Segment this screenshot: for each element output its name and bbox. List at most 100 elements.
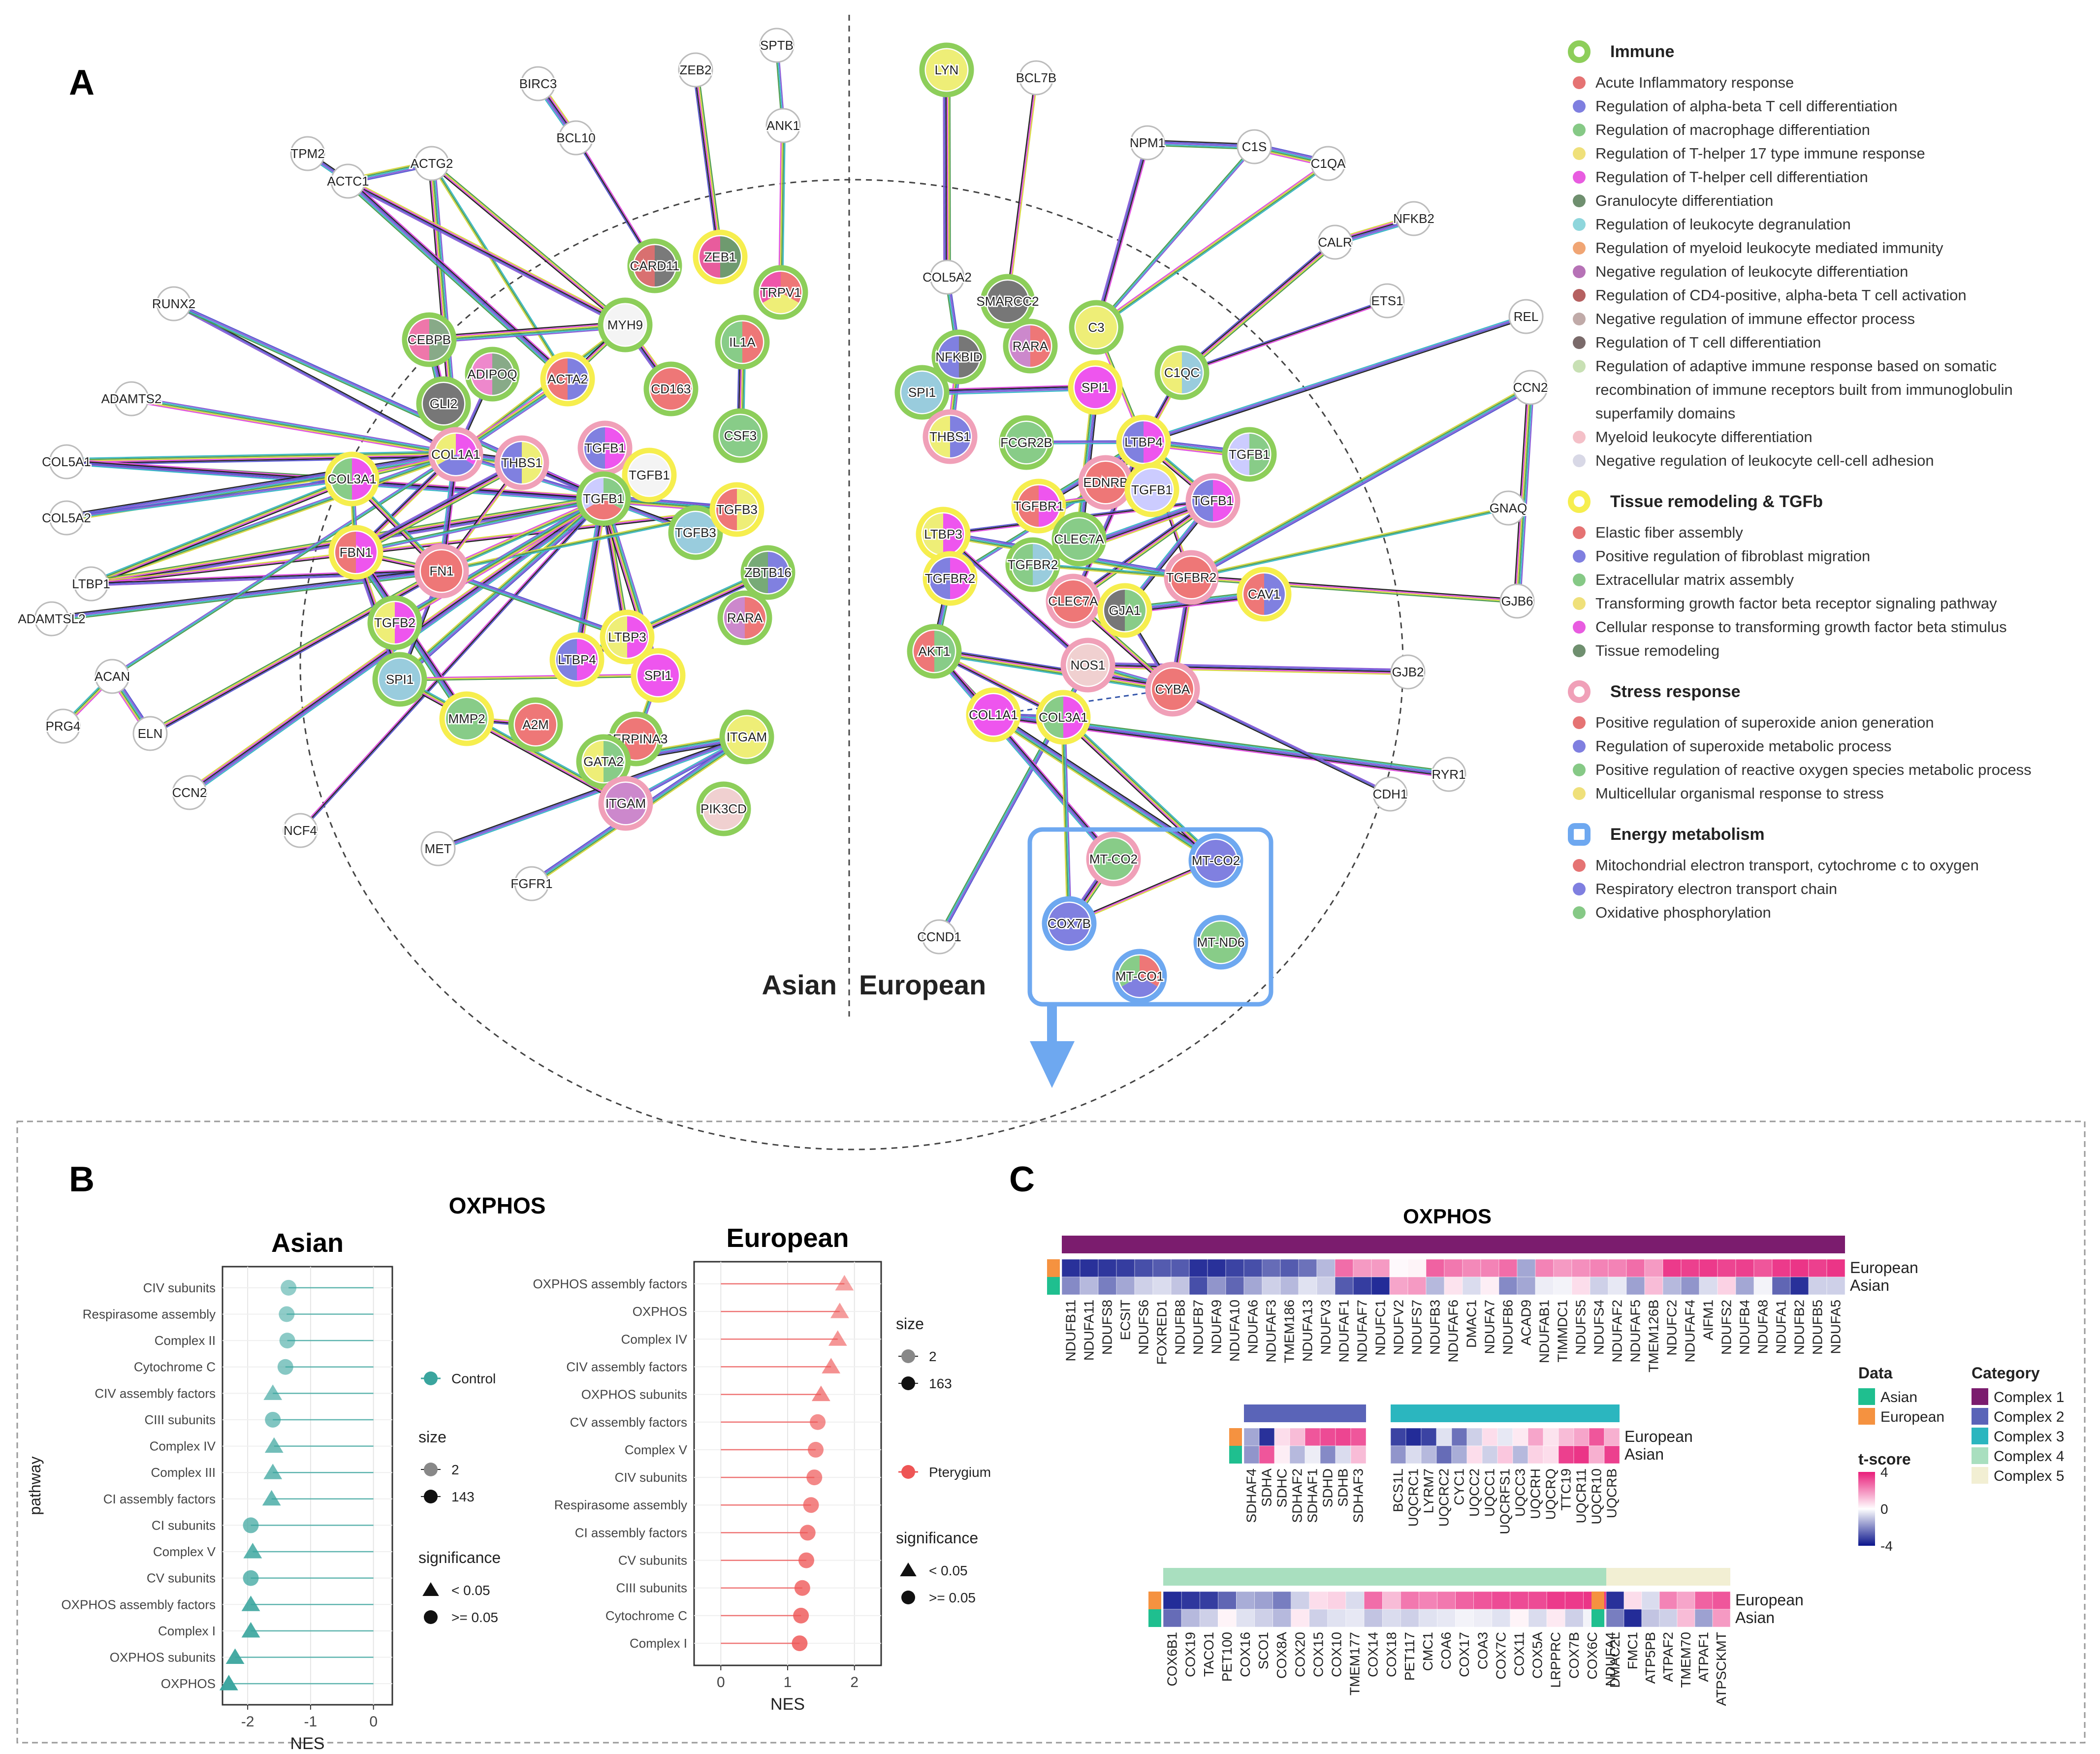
node-c1s[interactable]: C1S — [1237, 129, 1272, 164]
node-ltbp3[interactable]: LTBP3 — [916, 507, 971, 562]
node-il1a[interactable]: IL1A — [715, 315, 770, 370]
node-cdh1[interactable]: CDH1 — [1371, 776, 1409, 812]
node-thbs1[interactable]: THBS1 — [494, 435, 549, 490]
node-npm1[interactable]: NPM1 — [1128, 125, 1167, 160]
node-adamtsl2[interactable]: ADAMTSL2 — [17, 601, 87, 637]
node-zeb1[interactable]: ZEB1 — [693, 229, 748, 285]
node-mmp2[interactable]: MMP2 — [439, 691, 494, 746]
node-spi1[interactable]: SPI1 — [631, 648, 686, 703]
node-ltbp3[interactable]: LTBP3 — [600, 609, 655, 665]
node-c3[interactable]: C3 — [1069, 300, 1124, 355]
node-acta2[interactable]: ACTA2 — [540, 351, 595, 407]
node-ccn2[interactable]: CCN2 — [1512, 370, 1549, 405]
node-tgfb1[interactable]: TGFB1 — [577, 420, 633, 476]
node-mt-co1[interactable]: MT-CO1 — [1112, 949, 1167, 1004]
node-mt-co2[interactable]: MT-CO2 — [1086, 831, 1141, 887]
node-myh9[interactable]: MYH9 — [598, 297, 653, 352]
node-c1qa[interactable]: C1QA — [1309, 146, 1347, 181]
node-eln[interactable]: ELN — [132, 716, 168, 751]
node-col1a1[interactable]: COL1A1 — [428, 427, 483, 482]
node-tgfb2[interactable]: TGFB2 — [367, 595, 422, 650]
node-cav1[interactable]: CAV1 — [1237, 567, 1292, 622]
node-cyba[interactable]: CYBA — [1145, 662, 1200, 717]
node-card11[interactable]: CARD11 — [627, 238, 682, 293]
node-mt-nd6[interactable]: MT-ND6 — [1193, 915, 1248, 970]
node-gnaq[interactable]: GNAQ — [1488, 490, 1528, 526]
node-adamts2[interactable]: ADAMTS2 — [100, 381, 163, 416]
node-ccn2[interactable]: CCN2 — [171, 775, 208, 810]
node-rara[interactable]: RARA — [717, 590, 772, 645]
node-cox7b[interactable]: COX7B — [1042, 896, 1097, 951]
node-bcl10[interactable]: BCL10 — [555, 120, 597, 156]
node-pik3cd[interactable]: PIK3CD — [696, 781, 751, 836]
node-tgfbr2[interactable]: TGFBR2 — [1164, 550, 1219, 605]
node-gata2[interactable]: GATA2 — [576, 734, 631, 789]
node-zeb2[interactable]: ZEB2 — [678, 52, 713, 88]
node-spi1[interactable]: SPI1 — [1068, 360, 1123, 415]
node-tgfbr1[interactable]: TGFBR1 — [1011, 478, 1066, 534]
node-nos1[interactable]: NOS1 — [1060, 638, 1115, 693]
node-cebpb[interactable]: CEBPB — [402, 312, 457, 367]
node-ank1[interactable]: ANK1 — [765, 108, 801, 143]
node-tgfbr2[interactable]: TGFBR2 — [1005, 537, 1060, 592]
node-actg2[interactable]: ACTG2 — [409, 146, 454, 181]
node-itgam[interactable]: ITGAM — [719, 709, 774, 765]
node-fbn1[interactable]: FBN1 — [328, 525, 383, 580]
node-itgam[interactable]: ITGAM — [598, 776, 653, 831]
node-cd163[interactable]: CD163 — [643, 361, 699, 416]
node-tgfb1[interactable]: TGFB1 — [622, 447, 677, 503]
node-ccnd1[interactable]: CCND1 — [916, 919, 962, 955]
node-ryr1[interactable]: RYR1 — [1431, 757, 1467, 792]
node-adipoq[interactable]: ADIPOQ — [465, 347, 520, 402]
node-c1qc[interactable]: C1QC — [1154, 345, 1209, 400]
node-col3a1[interactable]: COL3A1 — [1036, 690, 1091, 745]
node-nfkbid[interactable]: NFKBID — [931, 329, 986, 384]
node-calr[interactable]: CALR — [1317, 224, 1353, 260]
node-csf3[interactable]: CSF3 — [713, 408, 768, 463]
node-gjb2[interactable]: GJB2 — [1390, 654, 1426, 690]
node-bcl7b[interactable]: BCL7B — [1015, 60, 1058, 96]
node-ltbp4[interactable]: LTBP4 — [549, 632, 605, 687]
node-col1a1[interactable]: COL1A1 — [966, 687, 1021, 742]
node-clec7a[interactable]: CLEC7A — [1046, 574, 1101, 629]
node-met[interactable]: MET — [420, 831, 456, 866]
node-thbs1[interactable]: THBS1 — [923, 409, 978, 464]
node-rara[interactable]: RARA — [1003, 319, 1058, 374]
node-gja1[interactable]: GJA1 — [1097, 583, 1152, 638]
node-rel[interactable]: REL — [1508, 299, 1544, 334]
node-birc3[interactable]: BIRC3 — [518, 66, 558, 101]
node-tgfb3[interactable]: TGFB3 — [668, 505, 723, 560]
node-col5a2[interactable]: COL5A2 — [41, 500, 92, 536]
node-col3a1[interactable]: COL3A1 — [324, 451, 380, 507]
node-smarcc2[interactable]: SMARCC2 — [975, 274, 1040, 329]
node-ednrb[interactable]: EDNRB — [1078, 455, 1133, 510]
node-spi1[interactable]: SPI1 — [372, 652, 427, 707]
node-zbtb16[interactable]: ZBTB16 — [740, 545, 795, 600]
node-ltbp1[interactable]: LTBP1 — [71, 566, 111, 602]
node-akt1[interactable]: AKT1 — [907, 624, 962, 679]
node-tgfb1[interactable]: TGFB1 — [576, 471, 631, 526]
node-tgfb1[interactable]: TGFB1 — [1124, 462, 1179, 517]
node-actc1[interactable]: ACTC1 — [326, 163, 370, 199]
node-gjb6[interactable]: GJB6 — [1499, 583, 1535, 619]
node-runx2[interactable]: RUNX2 — [151, 286, 197, 321]
node-tgfbr2[interactable]: TGFBR2 — [923, 551, 978, 606]
node-ets1[interactable]: ETS1 — [1369, 283, 1405, 319]
node-trpv1[interactable]: TRPV1 — [753, 265, 808, 320]
node-clec7a[interactable]: CLEC7A — [1051, 511, 1107, 567]
node-fn1[interactable]: FN1 — [414, 543, 469, 599]
node-tgfb1[interactable]: TGFB1 — [1185, 473, 1241, 528]
node-fcgr2b[interactable]: FCGR2B — [999, 415, 1054, 470]
node-col5a2[interactable]: COL5A2 — [922, 259, 973, 295]
node-lyn[interactable]: LYN — [919, 42, 974, 97]
node-ltbp4[interactable]: LTBP4 — [1116, 415, 1171, 470]
node-sptb[interactable]: SPTB — [759, 28, 795, 63]
node-spi1[interactable]: SPI1 — [894, 365, 950, 420]
node-prg4[interactable]: PRG4 — [44, 708, 82, 744]
node-col5a1[interactable]: COL5A1 — [41, 444, 92, 479]
node-a2m[interactable]: A2M — [508, 697, 563, 752]
node-tgfb3[interactable]: TGFB3 — [709, 482, 764, 537]
node-acan[interactable]: ACAN — [93, 659, 131, 694]
node-nfkb2[interactable]: NFKB2 — [1392, 201, 1435, 236]
node-tgfb1[interactable]: TGFB1 — [1222, 427, 1277, 482]
